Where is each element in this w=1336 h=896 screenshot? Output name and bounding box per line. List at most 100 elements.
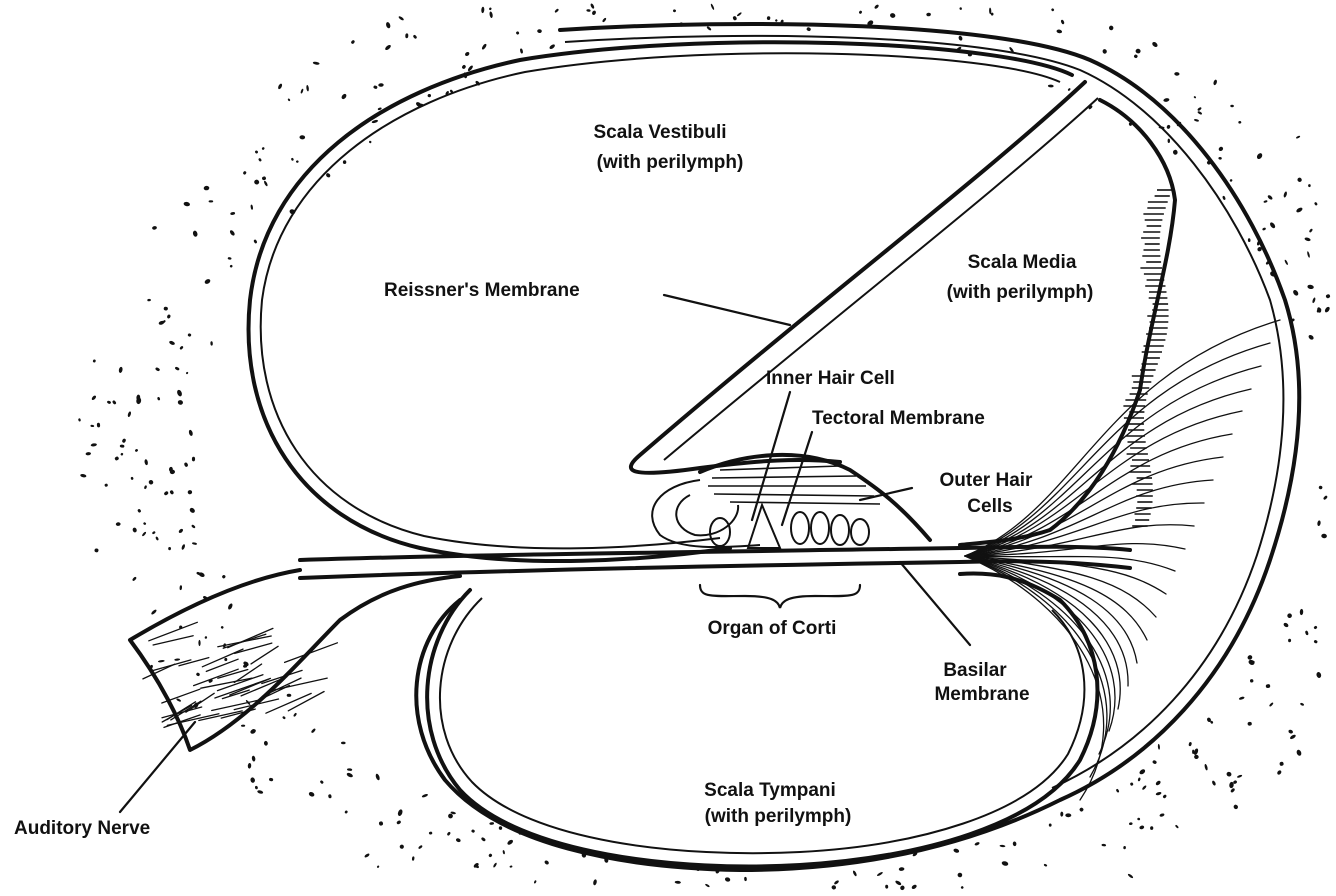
stipple-dot: [350, 40, 355, 45]
stipple-dot: [1174, 72, 1179, 76]
stipple-dot: [1127, 873, 1133, 879]
stipple-dot: [375, 773, 381, 781]
stipple-dot: [1269, 702, 1274, 707]
stipple-dot: [1269, 221, 1276, 229]
stipple-dot: [1289, 734, 1296, 740]
stipple-dot: [775, 19, 778, 22]
stipple-dot: [118, 366, 123, 373]
scala-media-sublabel: (with perilymph): [947, 282, 1094, 303]
stipple-dot: [1292, 289, 1299, 297]
stipple-dot: [493, 862, 498, 868]
stipple-dot: [230, 212, 235, 215]
stipple-dot: [241, 725, 245, 727]
stipple-dot: [155, 536, 159, 541]
stipple-dot: [502, 850, 505, 855]
hair-cells: [710, 505, 869, 548]
stipple-dot: [104, 483, 108, 487]
stipple-dot: [1049, 823, 1052, 826]
nerve-fiber: [251, 646, 278, 664]
stipple-dot: [974, 841, 980, 846]
stipple-dot: [1233, 804, 1239, 810]
stipple-dot: [1043, 864, 1047, 867]
stipple-dot: [1229, 179, 1232, 183]
stipple-dot: [287, 98, 290, 101]
stipple-dot: [183, 201, 190, 206]
stipple-dot: [148, 479, 154, 485]
stipple-dot: [1248, 659, 1256, 666]
stipple-dot: [1307, 284, 1314, 289]
stipple-dot: [1162, 794, 1167, 799]
stipple-dot: [282, 716, 286, 720]
stipple-dot: [1248, 238, 1251, 242]
stipple-dot: [806, 27, 811, 32]
stipple-dot: [1213, 79, 1218, 85]
stipple-dot: [520, 48, 524, 54]
stipple-dot: [261, 147, 265, 151]
stipple-dot: [175, 366, 180, 371]
stipple-dot: [262, 176, 267, 181]
stipple-dot: [489, 11, 493, 18]
stipple-dot: [1197, 107, 1202, 112]
stipple-dot: [192, 230, 198, 237]
stipple-dot: [192, 457, 195, 462]
stipple-dot: [205, 636, 208, 639]
stipple-dot: [184, 462, 189, 467]
scala-tympani-sublabel: (with perilymph): [705, 806, 852, 827]
stipple-dot: [94, 548, 99, 552]
stipple-dot: [1129, 822, 1133, 825]
stipple-dot: [250, 777, 256, 783]
stipple-dot: [889, 13, 896, 19]
stipple-dot: [120, 452, 123, 456]
stipple-dot: [1239, 696, 1245, 700]
stipple-dot: [1286, 613, 1292, 619]
stipple-dot: [489, 7, 492, 10]
stipple-dot: [107, 400, 112, 404]
stipple-dot: [1159, 813, 1165, 817]
inner-hair-cell-label: Inner Hair Cell: [766, 368, 895, 389]
stipple-dot: [1250, 679, 1254, 683]
stipple-dot: [191, 524, 196, 528]
stipple-dot: [1151, 41, 1158, 48]
stipple-dot: [127, 411, 131, 417]
stipple-dot: [877, 871, 884, 876]
stipple-dot: [534, 880, 537, 884]
spiral-limbus: [652, 480, 760, 547]
stipple-dot: [957, 872, 962, 877]
stipple-dot: [1137, 818, 1140, 821]
ligament-fiber: [965, 556, 1137, 663]
stipple-dot: [177, 399, 183, 405]
stipple-dot: [1283, 622, 1289, 628]
stipple-dot: [960, 886, 964, 890]
stipple-dot: [489, 822, 494, 825]
stipple-dot: [593, 879, 598, 886]
stipple-dot: [224, 658, 227, 661]
stipple-dot: [1173, 149, 1178, 155]
ligament-fiber: [965, 366, 1261, 556]
outer-hair-cells-label-2: Cells: [967, 496, 1012, 517]
stipple-dot: [116, 522, 121, 526]
stipple-dot: [447, 831, 451, 836]
stipple-dot: [1218, 157, 1222, 160]
stipple-dot: [1152, 760, 1157, 765]
stipple-dot: [347, 768, 352, 771]
stipple-dot: [1247, 722, 1252, 726]
stipple-dot: [1197, 111, 1202, 116]
stipple-dot: [196, 672, 201, 677]
stipple-dot: [131, 477, 134, 480]
stipple-dot: [258, 158, 262, 162]
stipple-dot: [269, 778, 274, 782]
stipple-dot: [1317, 520, 1321, 526]
stipple-dot: [132, 527, 137, 533]
stipple-dot: [516, 31, 520, 35]
stipple-dot: [220, 626, 223, 629]
stipple-dot: [308, 791, 315, 797]
stipple-dot: [155, 367, 160, 372]
stipple-dot: [895, 880, 902, 886]
stipple-dot: [346, 772, 354, 778]
stipple-dot: [1321, 534, 1327, 539]
stipple-dot: [209, 200, 214, 202]
stipple-dot: [80, 473, 87, 477]
stipple-dot: [413, 34, 418, 39]
stipple-dot: [1133, 54, 1138, 59]
